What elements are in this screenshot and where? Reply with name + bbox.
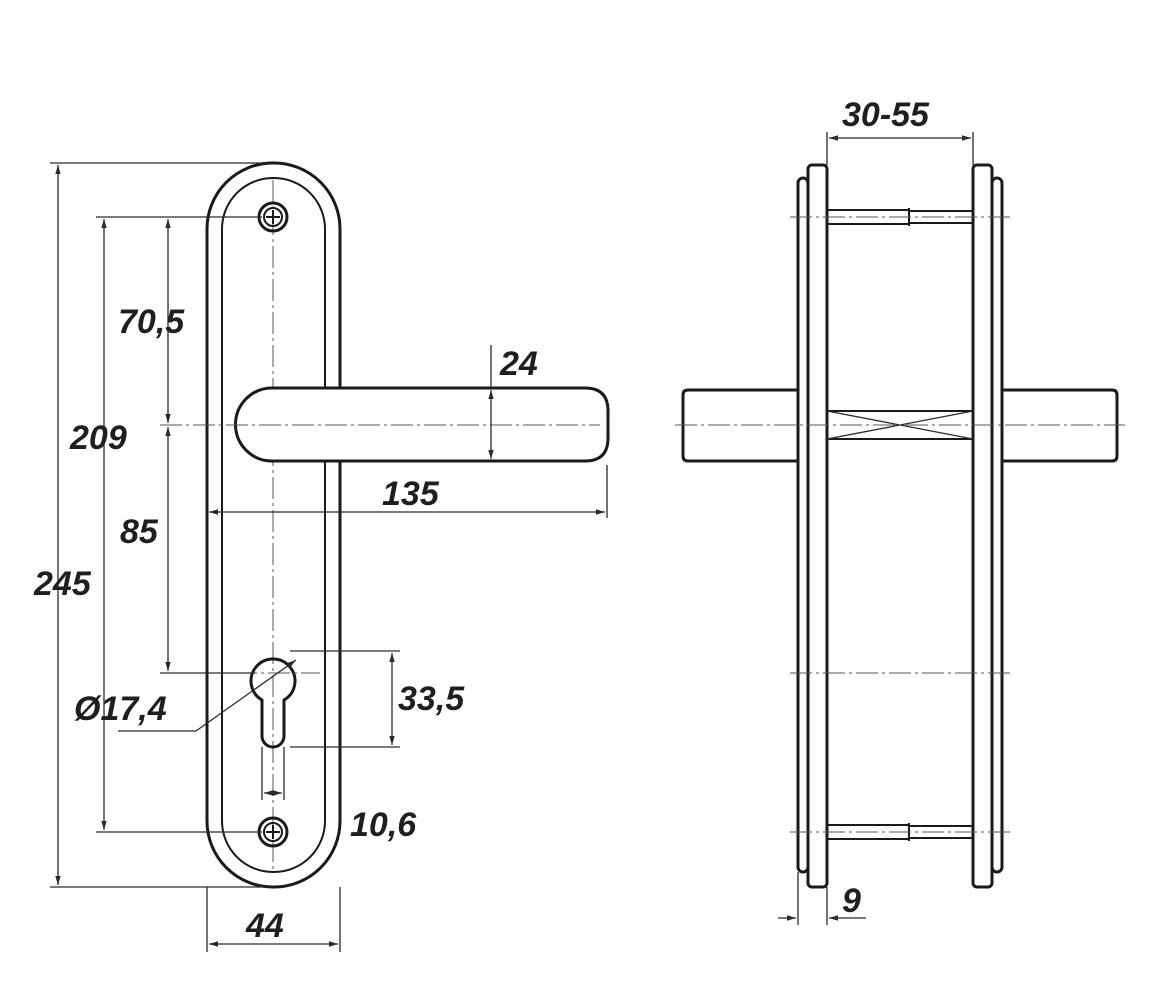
- dim-text-9: 9: [842, 882, 861, 920]
- side-dimensions: 30-55 9: [778, 96, 974, 925]
- top-screw-icon: [257, 201, 289, 233]
- dim-text-10-6: 10,6: [350, 806, 417, 844]
- lever-handle: [234, 386, 610, 463]
- bottom-screw-icon: [257, 816, 289, 848]
- dim-text-diameter: Ø17,4: [74, 690, 167, 728]
- dim-text-44: 44: [245, 907, 284, 945]
- keyhole-cylinder: [249, 657, 297, 749]
- front-view: [160, 161, 610, 889]
- dim-text-245: 245: [33, 565, 92, 603]
- dim-text-24: 24: [499, 345, 538, 383]
- side-left-plate: [806, 163, 829, 889]
- top-through-bolt: [790, 208, 1010, 226]
- dim-text-209: 209: [69, 419, 127, 457]
- dim-text-85: 85: [120, 513, 159, 551]
- side-right-plate-outer: [990, 176, 1004, 874]
- side-right-plate: [971, 163, 994, 889]
- dim-text-30-55: 30-55: [842, 96, 930, 134]
- dim-text-135: 135: [382, 475, 440, 513]
- dim-text-70-5: 70,5: [118, 303, 185, 341]
- bottom-through-bolt: [790, 823, 1010, 841]
- side-view: [675, 163, 1125, 889]
- back-plate-inner: [221, 177, 326, 873]
- back-plate-outer: [205, 161, 342, 889]
- dim-text-33-5: 33,5: [398, 680, 465, 718]
- front-dimensions: 245 209 70,5 85 24 135 Ø17,4 33,5 10,6 4…: [33, 162, 608, 952]
